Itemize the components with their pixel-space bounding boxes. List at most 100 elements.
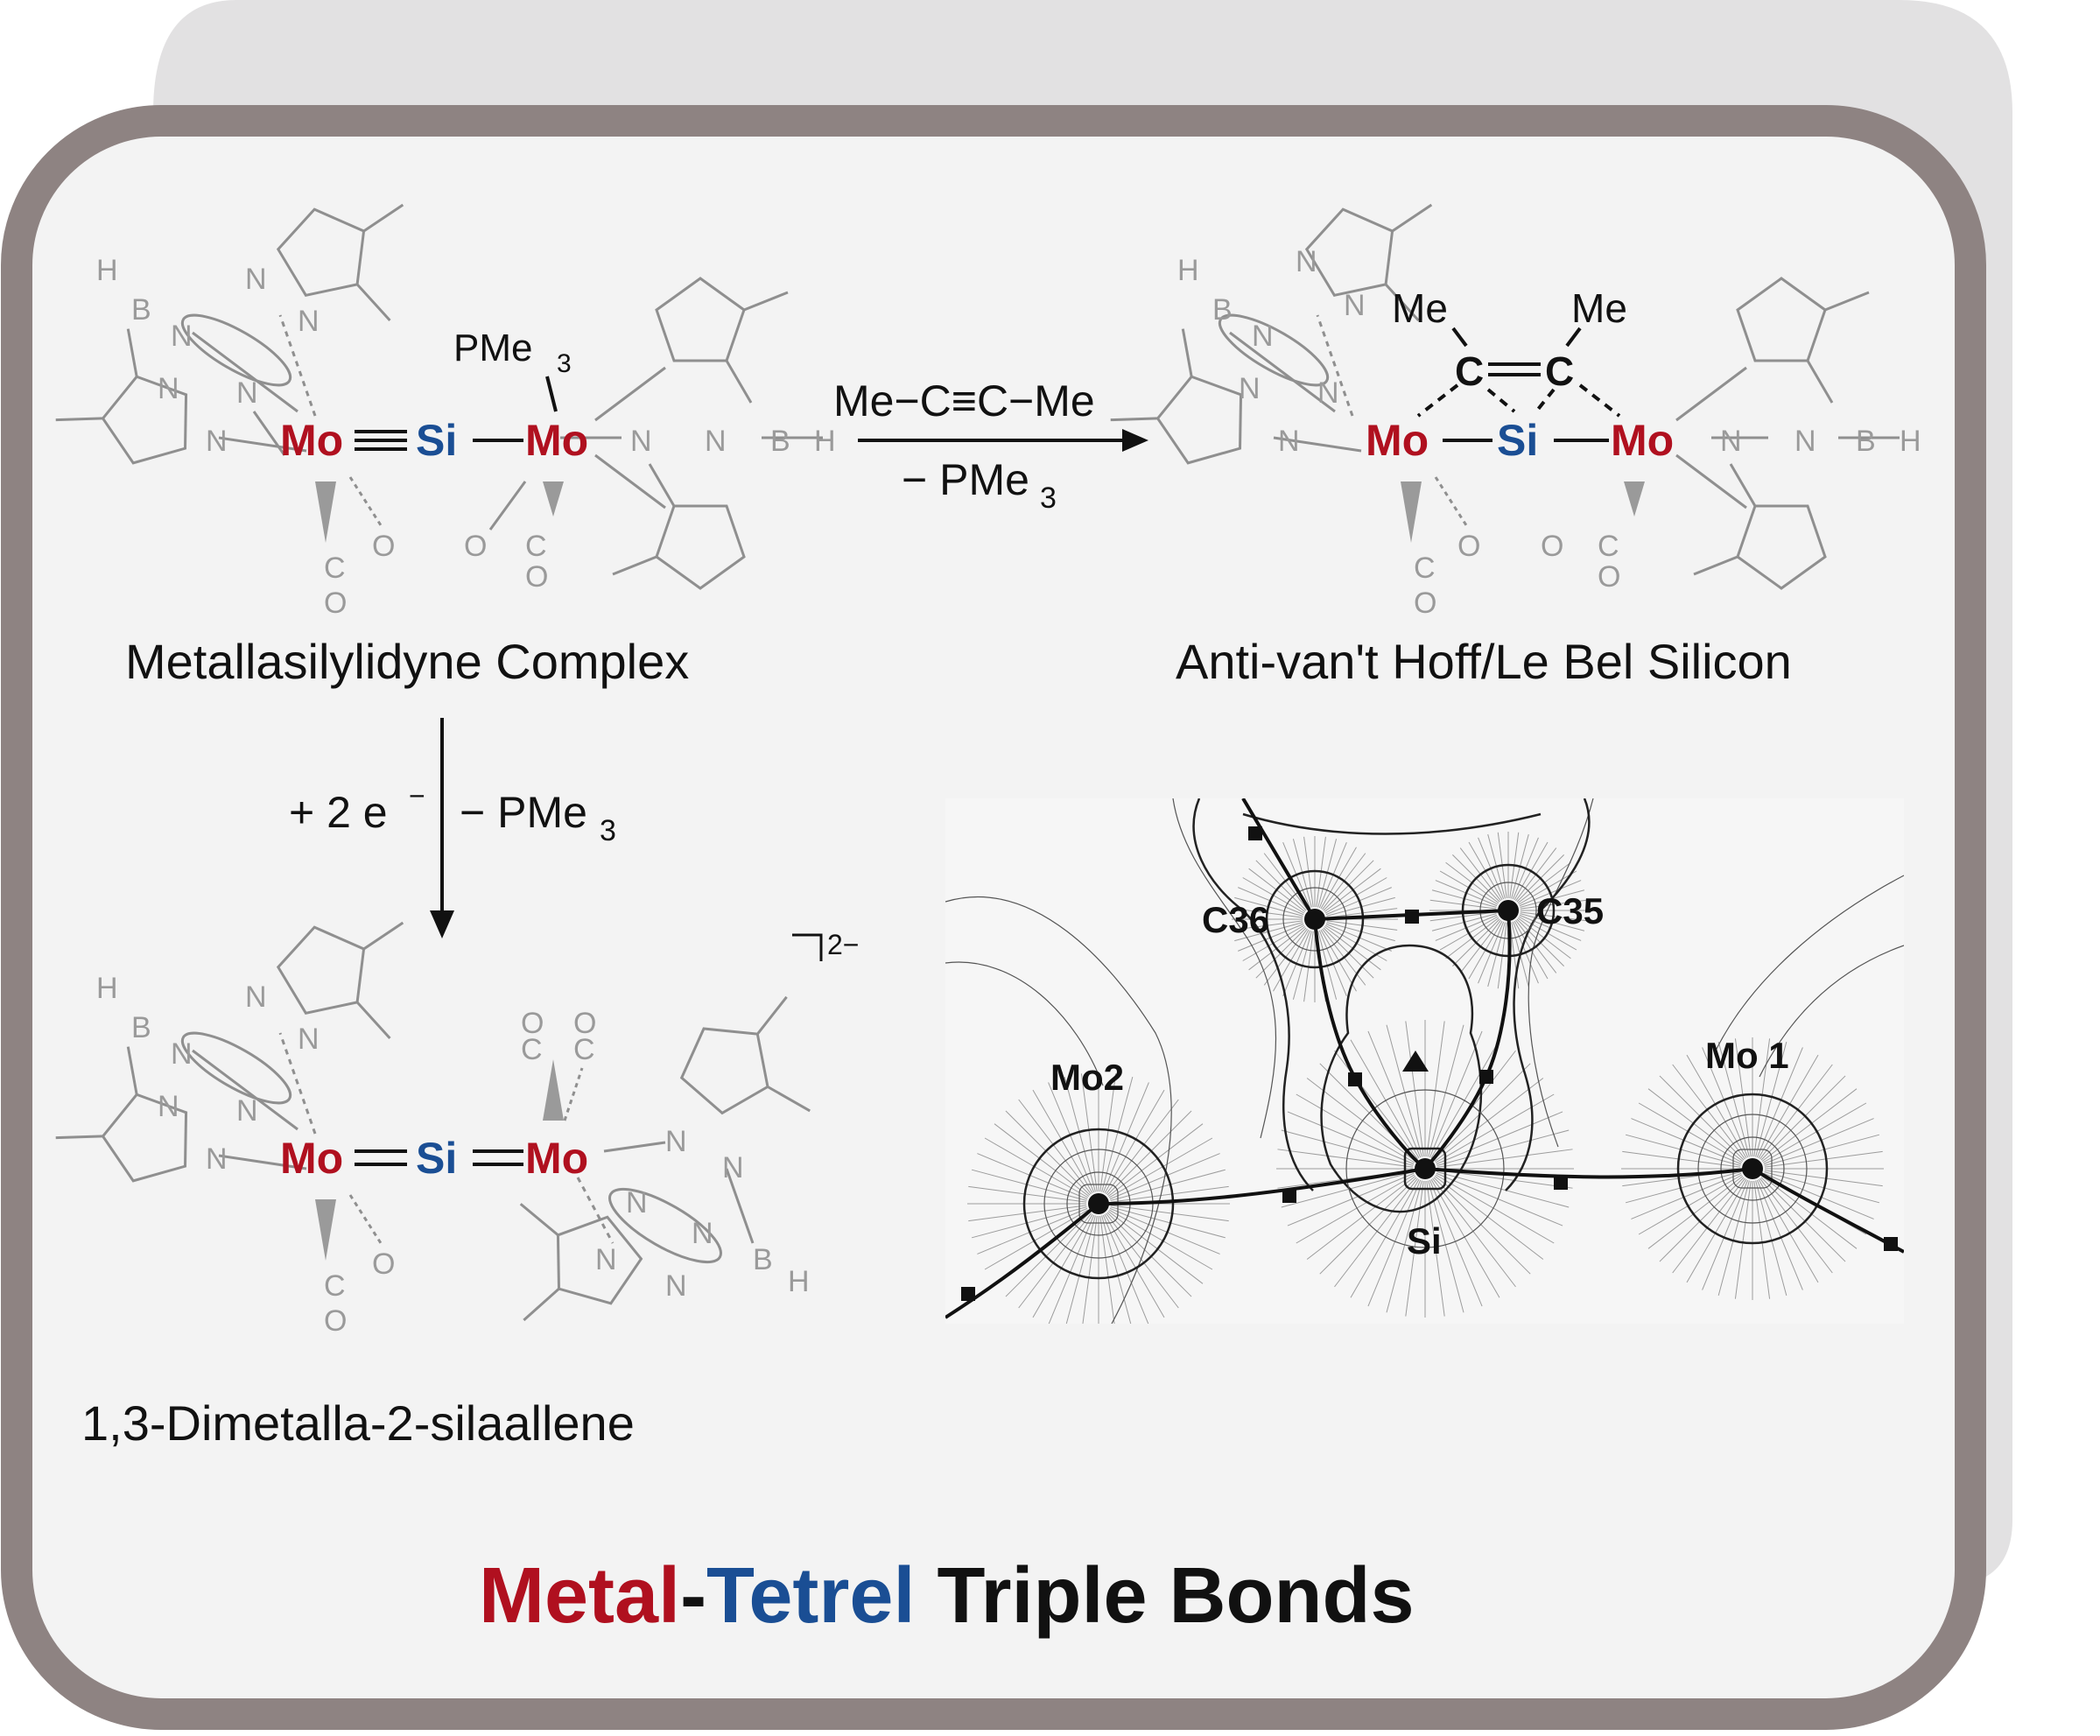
atom-h: H (1177, 254, 1199, 287)
atom-b: B (131, 293, 151, 327)
gradient-path-line (1433, 1063, 1531, 1161)
atom-o: O (1598, 560, 1620, 594)
title-metal: Metal (479, 1552, 680, 1640)
gradient-path-line (1436, 1172, 1563, 1226)
atom-o: O (573, 1007, 596, 1040)
gradient-path-line (1647, 1176, 1744, 1249)
gradient-path-line (1110, 1169, 1226, 1201)
gradient-path-line (977, 1153, 1088, 1200)
gradient-path-line (1296, 1093, 1415, 1163)
gradient-path-line (1759, 1064, 1833, 1160)
atom-b: B (131, 1011, 151, 1044)
label-silylidyne: Metallasilylidyne Complex (125, 634, 689, 689)
atom-c: C (1545, 348, 1574, 394)
atom-n: N (705, 425, 727, 458)
gradient-path-line (1436, 1111, 1563, 1165)
gradient-path-line (1625, 1134, 1741, 1166)
atom-si: Si (1497, 416, 1538, 465)
gradient-path-line (1659, 1177, 1745, 1262)
atom-n: N (245, 263, 267, 296)
gradient-path-line (1625, 1171, 1741, 1204)
byproduct-pme3: − PMe (460, 788, 587, 837)
atom-n: N (595, 1243, 617, 1276)
gradient-path-line (1428, 1024, 1464, 1157)
atom-n: N (1278, 425, 1300, 458)
gradient-path-line (1018, 1099, 1092, 1195)
gradient-path-line (1429, 1179, 1483, 1307)
gradient-path-line (1672, 1064, 1745, 1160)
gradient-path-line (1734, 1180, 1752, 1299)
gradient-path-line (1436, 1129, 1570, 1166)
atom-n: N (236, 1094, 258, 1128)
charge-bracket: 2− (792, 929, 859, 961)
gradient-path-line (1756, 1047, 1803, 1158)
gradient-path-line (1367, 1179, 1422, 1307)
atom-n: N (630, 425, 652, 458)
atom-n: N (298, 1023, 320, 1056)
label-c36: C36 (1202, 899, 1269, 940)
gradient-path-line (1758, 1054, 1819, 1159)
gradient-path-line (1064, 1076, 1096, 1192)
gradient-path-line (1104, 1213, 1165, 1318)
gradient-path-line (1110, 1185, 1229, 1203)
gradient-path-line (1386, 1180, 1422, 1313)
atom-n: N (158, 372, 179, 405)
gradient-path-line (1281, 1129, 1414, 1166)
contour-lines (945, 798, 1904, 1324)
gradient-path-line (1734, 1038, 1752, 1157)
gradient-path-line (1760, 1075, 1846, 1161)
atom-o: O (324, 1304, 347, 1338)
gradient-path-line (1350, 1178, 1420, 1298)
atom-o: O (324, 587, 347, 620)
gradient-path-line (1106, 1099, 1179, 1195)
atom-b: B (770, 425, 790, 458)
atom-si: Si (416, 416, 457, 465)
atom-n: N (245, 980, 267, 1014)
atom-n: N (722, 1151, 744, 1184)
gradient-path-line (1281, 1171, 1414, 1208)
atom-h: H (788, 1265, 810, 1298)
map-labels: C36 C35 Mo2 Mo 1 Si (1050, 890, 1789, 1262)
gradient-path-line (1106, 1212, 1179, 1309)
atom-n: N (236, 376, 258, 410)
atom-n: N (692, 1217, 713, 1250)
atom-n: N (206, 1142, 228, 1176)
gradient-path-line (1032, 1089, 1093, 1194)
main-title: Metal-Tetrel Triple Bonds (479, 1552, 1415, 1640)
gradient-path-line (1102, 1214, 1149, 1324)
reaction-arrow-top: Me−C≡C−Me − PMe 3 (833, 376, 1148, 515)
atom-c: C (521, 1033, 543, 1066)
gradient-path-line (1277, 1149, 1414, 1168)
gradient-path-line (968, 1205, 1087, 1222)
label-c35: C35 (1536, 890, 1604, 931)
atom-mo: Mo (280, 1134, 343, 1183)
atom-c: C (1455, 348, 1484, 394)
gradient-path-line (1319, 1177, 1417, 1275)
complex-silaallene: H B N N N N N N C O O O C O C N N N N N … (49, 907, 844, 1338)
gradient-path-line (1702, 1047, 1749, 1158)
gradient-path-line (1082, 1215, 1098, 1324)
atom-n: N (1317, 376, 1339, 410)
gradient-path-line (1434, 1176, 1544, 1260)
gradient-path-line (1659, 1075, 1745, 1161)
gradient-path-line (1756, 1179, 1803, 1290)
gradient-path-line (1717, 1041, 1750, 1157)
gradient-path-line (1435, 1174, 1555, 1244)
gradient-path-line (1755, 1041, 1787, 1157)
gradient-path-line (994, 1123, 1090, 1197)
gradient-path-line (1759, 1177, 1833, 1274)
atom-h: H (814, 425, 836, 458)
bond-paths (945, 798, 1904, 1319)
title-tetrel: Tetrel (706, 1552, 915, 1640)
atom-c: C (573, 1033, 595, 1066)
atom-si: Si (416, 1134, 457, 1183)
atom-o: O (372, 1248, 395, 1281)
atom-c: C (324, 1269, 346, 1303)
gradient-path-line (1436, 1149, 1573, 1168)
gradient-path-line (1753, 1038, 1771, 1157)
gradient-path-line (1631, 1172, 1742, 1219)
gradient-path-line (1296, 1174, 1415, 1244)
gradient-path-line (1101, 1215, 1132, 1324)
atom-n: N (665, 1269, 687, 1303)
